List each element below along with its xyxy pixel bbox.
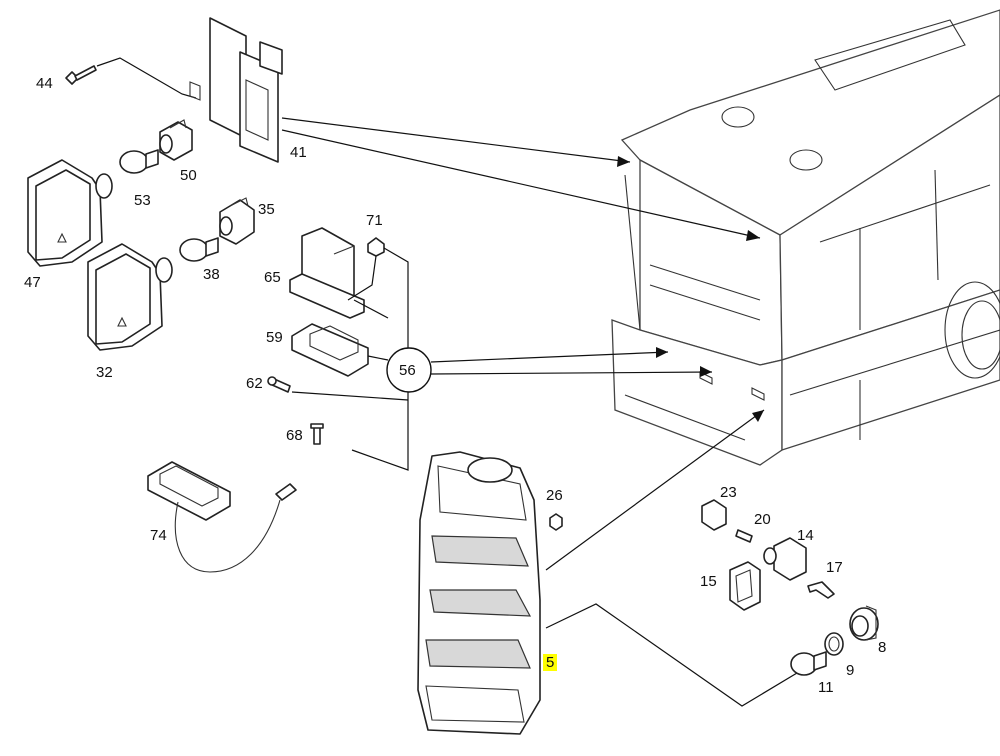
label-53: 53 bbox=[134, 192, 151, 209]
label-17: 17 bbox=[826, 559, 843, 576]
bulb-62 bbox=[267, 376, 291, 393]
label-50: 50 bbox=[180, 167, 197, 184]
nut-26 bbox=[549, 513, 563, 531]
label-11: 11 bbox=[818, 679, 834, 696]
label-59: 59 bbox=[266, 329, 283, 346]
label-74: 74 bbox=[150, 527, 167, 544]
label-9: 9 bbox=[846, 662, 855, 679]
socket-14 bbox=[763, 537, 807, 581]
label-15: 15 bbox=[700, 573, 717, 590]
terminal-20 bbox=[735, 529, 753, 543]
connector-23 bbox=[701, 499, 727, 531]
label-56: 56 bbox=[399, 362, 416, 379]
bracket-41 bbox=[189, 17, 283, 163]
socket-8 bbox=[849, 605, 879, 641]
lamp-32 bbox=[87, 243, 173, 351]
label-65: 65 bbox=[264, 269, 281, 286]
label-68: 68 bbox=[286, 427, 303, 444]
label-41: 41 bbox=[290, 144, 307, 161]
bulb-38 bbox=[179, 237, 219, 262]
bulb-53 bbox=[119, 149, 159, 174]
tail-light-5 bbox=[417, 451, 541, 735]
clip-17 bbox=[807, 581, 835, 599]
callout-56 bbox=[386, 347, 432, 393]
label-32: 32 bbox=[96, 364, 113, 381]
ring-9 bbox=[824, 632, 844, 656]
label-71: 71 bbox=[366, 212, 383, 229]
label-5: 5 bbox=[543, 654, 558, 671]
label-44: 44 bbox=[36, 75, 53, 92]
socket-15 bbox=[729, 561, 761, 611]
screw-68 bbox=[310, 423, 324, 445]
plate-59 bbox=[291, 323, 369, 377]
lamp-47 bbox=[27, 159, 113, 267]
socket-50 bbox=[159, 119, 193, 161]
module-65 bbox=[289, 227, 365, 319]
label-8: 8 bbox=[878, 639, 887, 656]
label-20: 20 bbox=[754, 511, 771, 528]
label-23: 23 bbox=[720, 484, 737, 501]
label-47: 47 bbox=[24, 274, 41, 291]
bulb-11 bbox=[790, 651, 827, 676]
socket-35 bbox=[219, 197, 255, 245]
screw-44 bbox=[65, 65, 97, 85]
label-38: 38 bbox=[203, 266, 220, 283]
lamp-74 bbox=[147, 461, 297, 573]
vehicle-rear-outline bbox=[611, 9, 1000, 466]
label-14: 14 bbox=[797, 527, 814, 544]
label-62: 62 bbox=[246, 375, 263, 392]
clip-71 bbox=[367, 237, 385, 257]
label-35: 35 bbox=[258, 201, 275, 218]
label-26: 26 bbox=[546, 487, 563, 504]
